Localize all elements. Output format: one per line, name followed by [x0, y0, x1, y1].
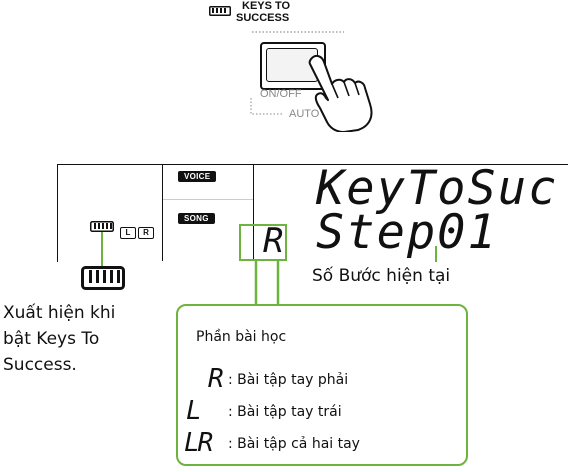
- keyboard-pointer-line: [101, 232, 103, 266]
- appears-note-line2: bật Keys To: [3, 328, 99, 350]
- keys-to-success-panel: KEYS TO SUCCESS ON/OFF AUTO: [200, 0, 400, 130]
- dotted-divider: [252, 30, 344, 34]
- song-indicator: SONG: [178, 213, 215, 224]
- keyboard-icon: [209, 6, 231, 16]
- voice-indicator: VOICE: [178, 171, 216, 182]
- keyboard-icon-large: [81, 266, 125, 290]
- auto-bracket: [250, 98, 286, 118]
- legend-text-right: : Bài tập tay phải: [228, 372, 348, 388]
- lcd-line-2: Step01: [316, 209, 498, 257]
- appears-note-line3: Success.: [3, 354, 77, 376]
- legend-symbol-both: LR: [184, 428, 211, 458]
- lcd-display: VOICE SONG L R R KeyToSuc Step01: [57, 164, 568, 262]
- callout-title: Phần bài học: [196, 329, 286, 345]
- keys-to-success-title-2: SUCCESS: [236, 12, 289, 24]
- keys-to-success-title-1: KEYS TO: [242, 0, 290, 12]
- lcd-keyboard-icon: [90, 221, 114, 232]
- legend-symbol-right: R: [208, 364, 224, 394]
- legend-symbol-left: L: [186, 396, 202, 426]
- lesson-part-callout: Phần bài học R : Bài tập tay phải L : Bà…: [176, 304, 468, 466]
- right-hand-indicator: R: [138, 227, 154, 239]
- part-indicator: R: [263, 221, 283, 261]
- appears-note-line1: Xuất hiện khi: [3, 302, 115, 324]
- hand-pointer-icon: [300, 52, 380, 132]
- legend-text-both: : Bài tập cả hai tay: [228, 436, 360, 452]
- legend-text-left: : Bài tập tay trái: [228, 404, 342, 420]
- left-hand-indicator: L: [120, 227, 136, 239]
